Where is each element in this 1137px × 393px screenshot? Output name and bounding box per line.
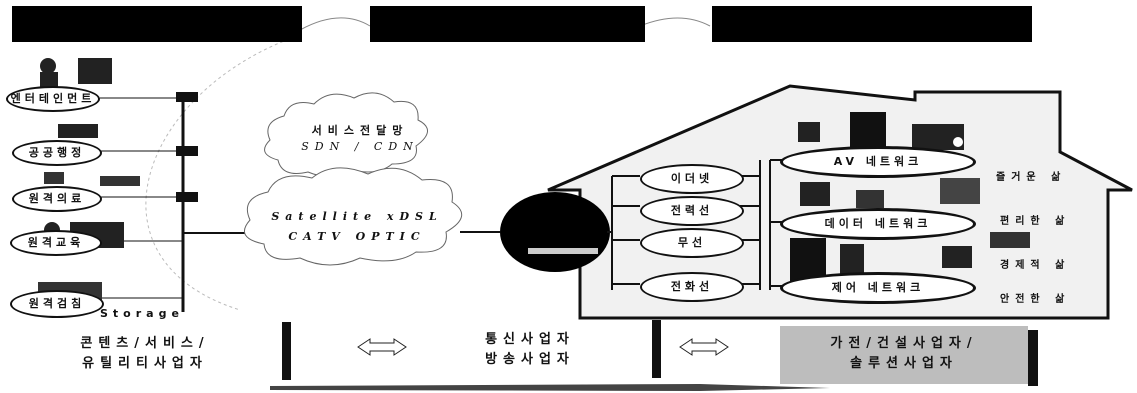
cloud-access-line2: CATV OPTIC xyxy=(288,230,426,243)
header-network xyxy=(370,6,645,42)
cloud-sdn-cdn-title: 서비스전달망 xyxy=(311,124,409,137)
cloud-sdn-cdn-sub: SDN / CDN xyxy=(301,140,419,153)
service-pill-public-admin: 공공행정 xyxy=(12,140,102,166)
room-label-enjoyable: 즐거운 삶 xyxy=(996,172,1067,183)
media-pill-wireless: 무선 xyxy=(640,228,744,258)
storage-label: Storage xyxy=(100,307,184,320)
av-network: AV 네트워크 xyxy=(780,146,976,178)
room-label-economical: 경제적 삶 xyxy=(1000,260,1071,271)
cloud-access-line1: Satellite xDSL xyxy=(271,210,443,223)
bottom-appliance-builders: 가전/건설사업자/ 솔루션사업자 xyxy=(830,336,978,371)
room-label-safe: 안전한 삶 xyxy=(1000,294,1071,305)
control-network: 제어 네트워크 xyxy=(780,272,976,304)
header-content-services xyxy=(12,6,302,42)
header-home-network xyxy=(712,6,1032,42)
bottom-content-providers: 콘텐츠/서비스/ 유틸리티사업자 xyxy=(80,336,210,371)
service-pill-entertainment: 엔터테인먼트 xyxy=(6,86,100,112)
bottom-network-operators: 통신사업자 방송사업자 xyxy=(485,332,575,367)
media-pill-ethernet: 이더넷 xyxy=(640,164,744,194)
room-label-convenient: 편리한 삶 xyxy=(1000,216,1071,227)
media-pill-telephone-line: 전화선 xyxy=(640,272,744,302)
service-pill-tele-education: 원격교육 xyxy=(10,230,102,256)
data-network: 데이터 네트워크 xyxy=(780,208,976,240)
service-pill-telemedicine: 원격의료 xyxy=(12,186,102,212)
media-pill-powerline: 전력선 xyxy=(640,196,744,226)
service-pill-remote-metering: 원격검침 xyxy=(10,290,104,318)
